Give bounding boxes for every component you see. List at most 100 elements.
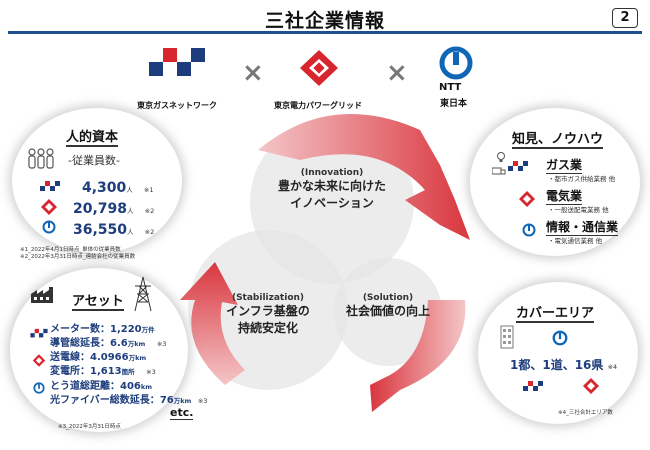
power-grid-caption: 東京電力パワーグリッド [274, 101, 362, 110]
knowledge-title: 知見、ノウハウ [512, 128, 604, 149]
gas-mini-icon-3 [30, 328, 48, 338]
asset-lines-label: 送電線： [50, 352, 90, 363]
human-capital-note-1: ※1_2022年4月1日時点_単体の従業員数 [20, 247, 121, 253]
employees-gas-mark: ※1 [143, 186, 154, 194]
innovation-en: (Innovation) [300, 168, 364, 178]
coverage-bubble [478, 282, 638, 424]
building-icon [500, 325, 514, 349]
people-icon [28, 148, 54, 169]
ntt-mini-icon-2 [522, 223, 536, 237]
coverage-area-mark: ※4 [607, 363, 618, 371]
tokyo-gas-network-logo [149, 48, 205, 76]
innovation-line2: イノベーション [290, 196, 374, 210]
asset-lines-unit: 万km [128, 354, 147, 362]
asset-row-lines: 送電線：4.0966万km [50, 348, 146, 363]
asset-tunnels-unit: km [140, 383, 152, 391]
ntt-mini-icon-1 [42, 220, 56, 234]
knowledge-power-sub: ・一般送配電業務 他 [548, 206, 609, 214]
tepco-mini-icon-3 [32, 354, 46, 367]
asset-meters-label: メーター数： [50, 324, 110, 335]
asset-pipes-label: 導管総延長： [50, 338, 110, 349]
asset-substations-unit: 箇所 [121, 368, 135, 376]
asset-meters-unit: 万件 [141, 326, 155, 334]
employees-row-gas: 4,300人 ※1 [82, 177, 153, 196]
employees-power-value: 20,798 [73, 201, 128, 217]
asset-row-tunnels: とう道総距離：406km [50, 377, 152, 392]
ntt-mini-icon-4 [552, 330, 568, 346]
innovation-line1: 豊かな未来に向けた [277, 179, 386, 193]
stabilization-line1: インフラ基盤の [226, 304, 310, 318]
asset-fiber-unit: 万km [173, 397, 192, 405]
solution-label: (Solution) 社会価値の向上 [338, 293, 438, 320]
asset-row-substations: 変電所：1,613箇所 ※3 [50, 362, 156, 377]
employees-ntt-mark: ※2 [144, 228, 155, 236]
ntt-mini-icon-3 [33, 382, 45, 394]
stabilization-line2: 持続安定化 [237, 321, 298, 335]
asset-row-pipes: 導管総延長：6.6万km ※3 [50, 334, 166, 349]
asset-fiber-value: 76 [159, 395, 174, 406]
ntt-logo [439, 46, 473, 80]
arrow-left [180, 262, 245, 385]
human-capital-bubble [12, 108, 182, 253]
knowledge-ict-sub: ・電気通信業務 他 [548, 237, 603, 245]
arrow-bottom [370, 300, 466, 412]
tepco-mini-icon-2 [519, 191, 535, 207]
tepco-mini-icon-4 [583, 378, 599, 394]
knowledge-power-label: 電気業 [546, 189, 583, 205]
assets-etc: etc. [170, 406, 194, 420]
employees-row-ntt: 36,550人 ※2 [73, 219, 154, 238]
asset-row-meters: メーター数：1,220万件 [50, 320, 155, 335]
solution-circle [334, 258, 442, 366]
innovation-label: (Innovation) 豊かな未来に向けた イノベーション [262, 168, 402, 212]
coverage-title: カバーエリア [516, 302, 595, 323]
solution-line1: 社会価値の向上 [345, 304, 430, 318]
truck-icon [492, 167, 506, 175]
pylon-icon [134, 276, 152, 312]
asset-row-fiber: 光ファイバー総数延長：76万km ※3 [50, 391, 207, 406]
times-symbol-1: × [242, 58, 264, 88]
page-number: 2 [612, 8, 638, 28]
stabilization-label: (Stabilization) インフラ基盤の 持続安定化 [198, 293, 338, 337]
knowledge-gas-sub: ・都市ガス供給業務 他 [548, 175, 616, 183]
assets-note: ※3_2022年3月31日時点 [58, 424, 121, 430]
arrow-top [258, 114, 470, 240]
asset-tunnels-label: とう道総距離： [50, 381, 120, 392]
employees-power-mark: ※2 [144, 207, 155, 215]
asset-pipes-mark: ※3 [156, 340, 167, 348]
asset-pipes-value: 6.6 [110, 338, 128, 349]
stabilization-en: (Stabilization) [231, 293, 305, 303]
asset-fiber-mark: ※3 [197, 397, 208, 405]
gas-mini-icon-1 [40, 181, 60, 191]
asset-substations-value: 1,613 [90, 366, 122, 377]
knowledge-gas-label: ガス業 [546, 158, 583, 174]
ntt-east-text: 東日本 [440, 99, 468, 109]
ntt-brand-text: NTT [439, 82, 462, 93]
employees-power-unit: 人 [127, 207, 134, 215]
employees-row-power: 20,798人 ※2 [73, 198, 154, 217]
asset-pipes-unit: 万km [127, 340, 146, 348]
coverage-area: 1都、1道、16県 ※4 [510, 356, 617, 373]
tepco-pg-logo [300, 50, 338, 86]
coverage-area-text: 1都、1道、16県 [510, 358, 604, 372]
employees-ntt-value: 36,550 [73, 222, 128, 238]
employees-gas-value: 4,300 [82, 180, 127, 196]
gas-mini-icon-4 [523, 381, 543, 391]
bulb-icon [497, 152, 505, 162]
employees-ntt-unit: 人 [127, 228, 134, 236]
times-symbol-2: × [386, 58, 408, 88]
coverage-note: ※4_三社合計エリア数 [558, 410, 613, 416]
knowledge-ict-label: 情報・通信業 [546, 220, 619, 236]
asset-lines-value: 4.0966 [90, 352, 129, 363]
asset-substations-mark: ※3 [146, 368, 156, 376]
human-capital-title: 人的資本 [66, 126, 119, 147]
employees-gas-unit: 人 [126, 186, 133, 194]
gas-network-caption: 東京ガスネットワーク [137, 101, 217, 110]
asset-fiber-label: 光ファイバー総数延長： [50, 395, 160, 406]
human-capital-note-2: ※2_2022年3月31日時点_連結会社の従業員数 [20, 254, 136, 260]
solution-en: (Solution) [362, 293, 414, 303]
tepco-mini-icon [41, 199, 57, 215]
factory-icon [31, 287, 53, 303]
assets-title: アセット [72, 290, 124, 311]
asset-meters-value: 1,220 [110, 324, 142, 335]
